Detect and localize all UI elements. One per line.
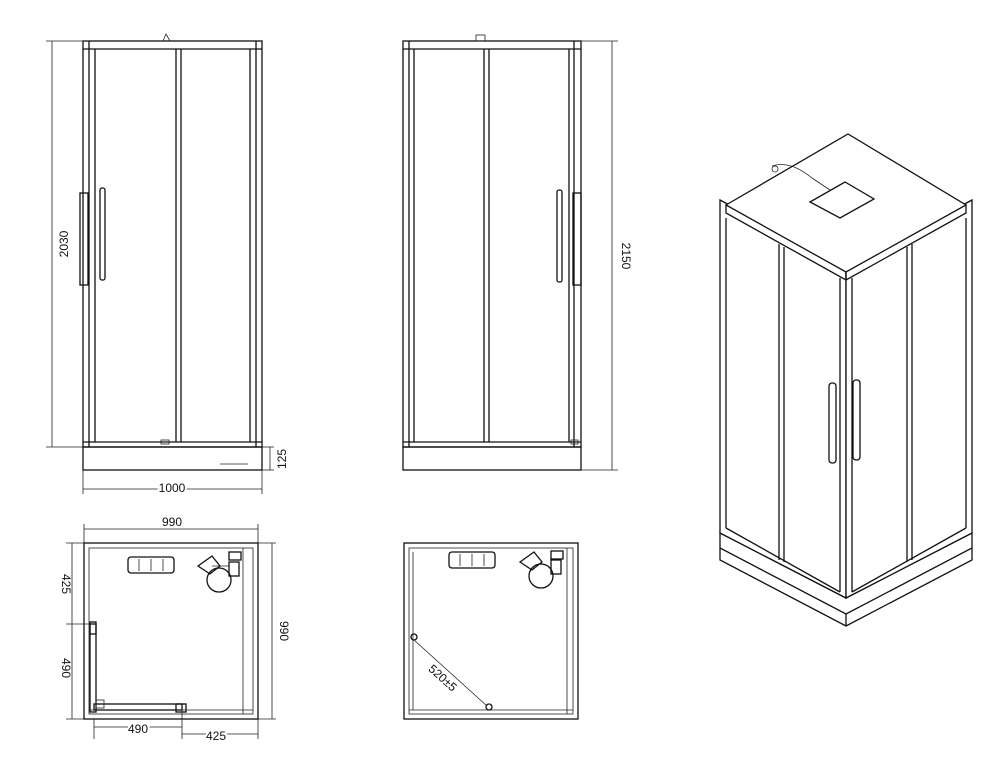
side-elevation: 2150 xyxy=(402,34,633,471)
plan1-shelf xyxy=(127,556,175,574)
front-tray xyxy=(82,446,263,471)
side-height-label: 2150 xyxy=(619,243,633,270)
corner-diagonal-line xyxy=(413,639,488,707)
plan2-shelf xyxy=(448,551,496,569)
plan1-mixer xyxy=(196,551,242,593)
side-outer-handle xyxy=(572,192,582,286)
plan-top-width-label: 990 xyxy=(162,515,182,529)
door-handle xyxy=(99,187,106,281)
plan-left-upper-label: 425 xyxy=(59,574,73,594)
tray-height-label: 125 xyxy=(275,449,289,469)
side-door-handle xyxy=(556,189,563,283)
plan-view-dimensioned: 990 990 425 490 490 425 xyxy=(59,515,291,745)
plan-bottom-left-label: 490 xyxy=(128,722,148,736)
front-frame xyxy=(82,40,263,448)
plan1-door-left xyxy=(89,623,97,713)
plan1-door-bottom xyxy=(93,703,183,711)
outer-handle xyxy=(79,192,89,286)
plan2-mixer xyxy=(518,550,564,589)
plan-view-corner: 520±5 xyxy=(403,542,579,720)
top-fitting xyxy=(162,33,171,42)
front-elevation: 2030 125 1000 xyxy=(46,33,289,497)
plan-bottom-right-label: 425 xyxy=(206,729,226,743)
iso-handle-left xyxy=(828,382,837,464)
front-width-label: 1000 xyxy=(159,481,186,495)
iso-handle-right xyxy=(852,379,861,461)
plan-left-lower-label: 490 xyxy=(59,658,73,678)
plan-right-depth-label: 990 xyxy=(277,621,291,641)
plan2-outline xyxy=(403,542,579,720)
isometric-view xyxy=(719,133,973,627)
side-tray xyxy=(402,446,582,471)
plan1-outline xyxy=(83,542,259,720)
front-height-label: 2030 xyxy=(57,230,71,257)
iso-rain-shower xyxy=(808,181,876,219)
corner-diagonal-label: 520±5 xyxy=(426,662,460,695)
side-frame xyxy=(402,40,582,448)
